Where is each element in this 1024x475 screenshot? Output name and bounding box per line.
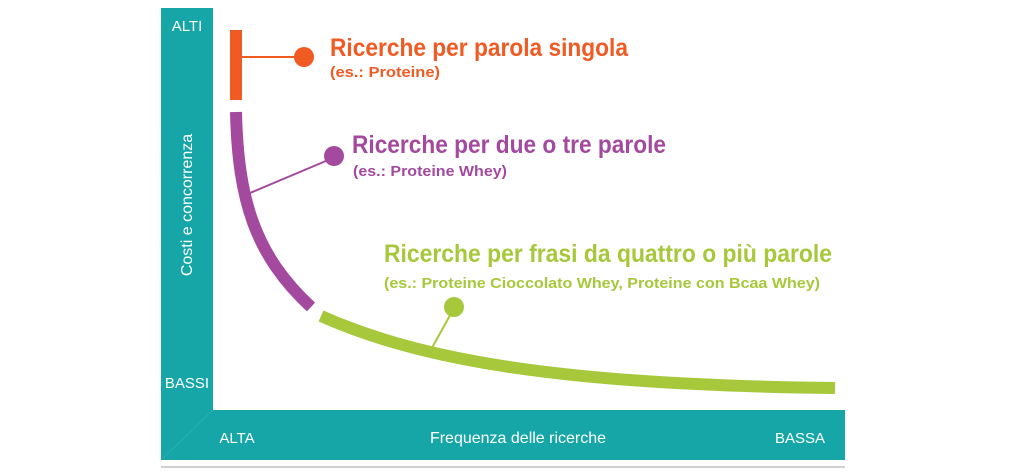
connector-dot-single-word (294, 47, 314, 67)
curve-segment-four-plus-words (318, 310, 836, 394)
y-axis-title: Costi e concorrenza (179, 134, 196, 276)
connector-dot-four-plus-words (444, 297, 464, 317)
connector-dot-two-three-words (324, 146, 344, 166)
x-axis-title: Frequenza delle ricerche (430, 430, 606, 447)
label-two-three-words-title: Ricerche per due o tre parole (352, 131, 666, 159)
y-axis-top-label: ALTI (172, 18, 203, 35)
connector-line-four-plus-words (427, 309, 454, 356)
y-axis-bottom-label: BASSI (165, 375, 209, 392)
x-axis-right-label: BASSA (775, 430, 825, 447)
x-axis-band (161, 410, 845, 460)
x-axis-left-label: ALTA (219, 430, 254, 447)
curve-segment-two-three-words (230, 111, 316, 312)
label-single-word-title: Ricerche per parola singola (330, 34, 629, 62)
label-four-plus-words-title: Ricerche per frasi da quattro o più paro… (384, 240, 832, 268)
connector-line-two-three-words (249, 157, 334, 194)
label-single-word-example: (es.: Proteine) (330, 64, 440, 81)
y-axis-band (161, 8, 213, 460)
label-four-plus-words-example: (es.: Proteine Cioccolato Whey, Proteine… (384, 275, 820, 292)
label-two-three-words-example: (es.: Proteine Whey) (353, 163, 507, 180)
